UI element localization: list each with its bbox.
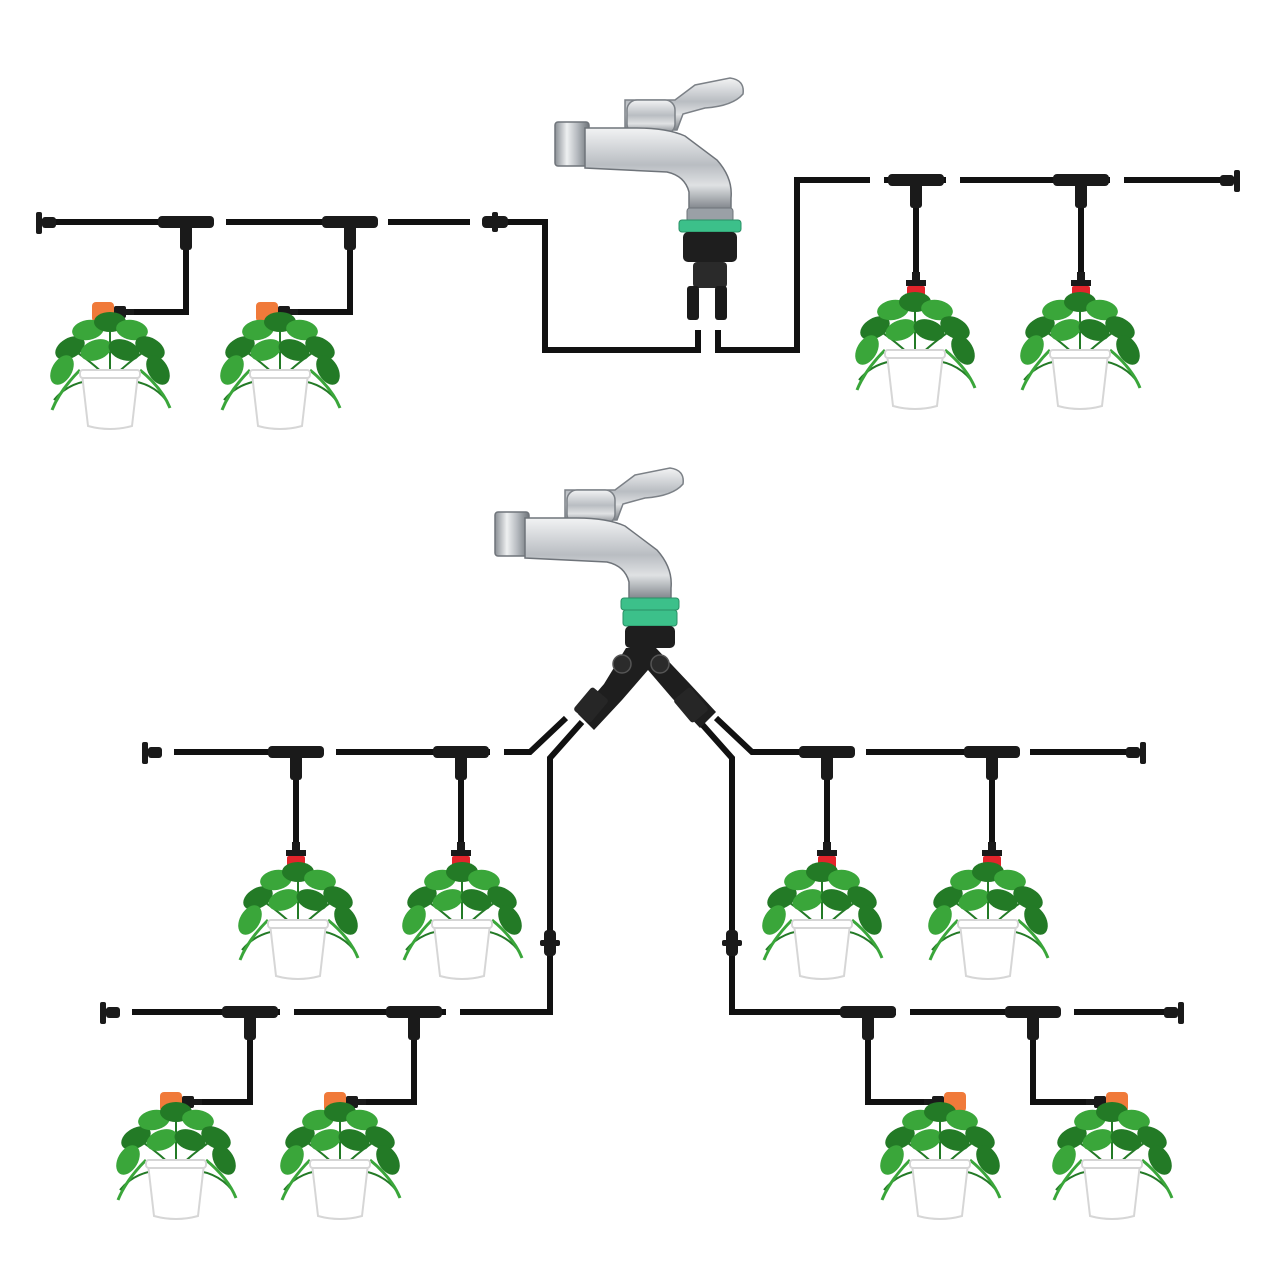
tee-connector-icon — [158, 216, 214, 250]
straight-coupler-icon — [540, 930, 560, 956]
tee-connector-icon — [840, 1006, 896, 1040]
end-plug-icon — [36, 212, 56, 234]
potted-plant-icon — [402, 862, 524, 980]
tube-gaps — [118, 174, 1124, 1018]
tee-connector-icon — [1053, 174, 1109, 208]
end-plug-icon — [1126, 742, 1146, 764]
end-plug-icon — [142, 742, 162, 764]
tube-top-left-drop-2 — [296, 222, 353, 315]
potted-plant-icon — [116, 1102, 238, 1220]
tee-connector-icon — [888, 174, 944, 208]
tube-bottom-left-lower-main — [106, 720, 585, 1015]
tube-bottom-left-lower-drop-1 — [198, 1012, 253, 1105]
potted-plant-icon — [1052, 1102, 1174, 1220]
potted-plant-icon — [280, 1102, 402, 1220]
end-plug-icon — [1164, 1002, 1184, 1024]
tube-top-left-drop-1 — [132, 222, 189, 315]
straight-coupler-icon — [722, 930, 742, 956]
end-plug-icon — [100, 1002, 120, 1024]
tee-connector-icon — [433, 746, 489, 780]
potted-plant-icon — [880, 1102, 1002, 1220]
potted-plant-icon — [220, 312, 342, 430]
y-splitter-icon — [574, 648, 716, 730]
straight-coupler-icon — [482, 212, 508, 232]
faucet-icon — [494, 467, 684, 648]
tube-bottom-right-lower-drop-2 — [1030, 1012, 1086, 1105]
tee-connector-icon — [799, 746, 855, 780]
tee-connector-icon — [386, 1006, 442, 1040]
tee-connector-icon — [1005, 1006, 1061, 1040]
potted-plant-icon — [855, 292, 977, 410]
end-plug-icon — [1220, 170, 1240, 192]
tee-connector-icon — [268, 746, 324, 780]
potted-plant-icon — [238, 862, 360, 980]
potted-plant-icon — [928, 862, 1050, 980]
tube-bottom-right-upper-main — [713, 715, 1140, 755]
potted-plant-icon — [762, 862, 884, 980]
tee-connector-icon — [322, 216, 378, 250]
tee-connector-icon — [222, 1006, 278, 1040]
tube-bottom-right-lower-main — [697, 720, 1178, 1015]
faucet-icon — [554, 77, 744, 320]
potted-plant-icon — [50, 312, 172, 430]
tube-top-right-main — [715, 177, 1234, 353]
potted-plant-icon — [1020, 292, 1142, 410]
tee-connector-icon — [964, 746, 1020, 780]
tube-bottom-right-lower-drop-1 — [865, 1012, 924, 1105]
tube-bottom-left-lower-drop-2 — [362, 1012, 417, 1105]
